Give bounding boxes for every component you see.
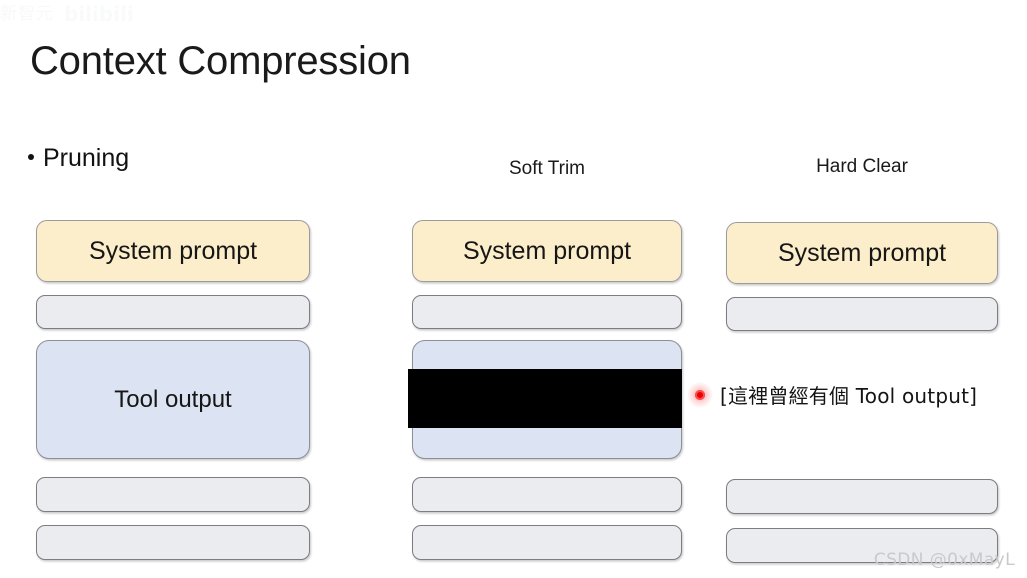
hard-clear-placeholder-box-3: [726, 528, 998, 563]
pruning-placeholder-box-3: [36, 525, 310, 560]
annotation-label: [這裡曾經有個 Tool output]: [720, 384, 978, 408]
pruning-tool-output-label: Tool output: [114, 385, 232, 413]
pruning-placeholder-box-1: [36, 295, 310, 329]
hard-clear-placeholder-box-1: [726, 297, 998, 331]
bullet-dot-icon: [28, 154, 34, 160]
soft-trim-placeholder-box-2: [412, 477, 682, 512]
hard-clear-system-prompt-box: System prompt: [726, 222, 998, 284]
soft-trim-placeholder-box-3: [412, 525, 682, 560]
red-dot-icon: [687, 381, 713, 408]
page-title: Context Compression: [30, 39, 411, 83]
bilibili-watermark: 新智元 bilibili: [0, 0, 300, 28]
bullet-label: Pruning: [43, 144, 130, 172]
pruning-tool-output-box: Tool output: [36, 340, 310, 459]
soft-trim-placeholder-box-1: [412, 295, 682, 329]
pruning-system-prompt-label: System prompt: [88, 236, 258, 265]
soft-trim-system-prompt-box: System prompt: [412, 220, 682, 282]
watermark-cn-text: 新智元: [0, 3, 54, 24]
column-header-soft-trim: Soft Trim: [508, 158, 585, 179]
bilibili-logo-icon: bilibili: [64, 2, 134, 26]
removed-tool-output-annotation: [這裡曾經有個 Tool output]: [687, 380, 978, 409]
pruning-placeholder-box-2: [36, 477, 310, 512]
column-header-hard-clear: Hard Clear: [816, 156, 908, 177]
hard-clear-system-prompt-label: System prompt: [777, 238, 947, 267]
soft-trim-redaction-bar: [408, 369, 682, 428]
soft-trim-system-prompt-label: System prompt: [462, 236, 632, 265]
bullet-pruning: Pruning: [28, 143, 129, 173]
hard-clear-placeholder-box-2: [726, 479, 998, 514]
pruning-system-prompt-box: System prompt: [36, 220, 310, 282]
red-dot-core: [695, 389, 705, 400]
